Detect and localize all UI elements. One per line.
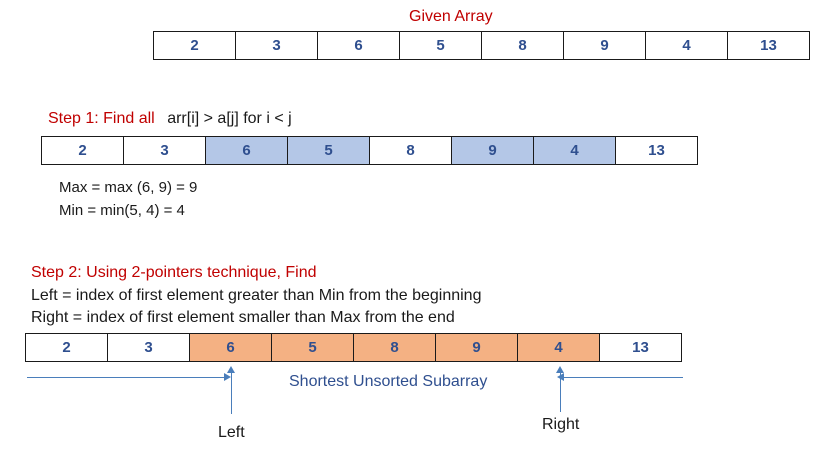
left-span-line	[27, 377, 225, 378]
right-pointer-arrowhead-icon	[556, 366, 564, 373]
step2-array-cell: 8	[354, 333, 436, 362]
right-definition: Right = index of first element smaller t…	[31, 309, 455, 326]
given-array-cell: 5	[400, 31, 482, 60]
given-array-cell: 3	[236, 31, 318, 60]
step1-array-cell: 4	[534, 136, 616, 165]
left-pointer-line	[231, 372, 232, 414]
step1-array-cell: 2	[42, 136, 124, 165]
left-pointer-label: Left	[218, 424, 245, 441]
right-span-line	[563, 377, 683, 378]
left-span-arrowhead-icon	[224, 373, 231, 381]
step2-array-cell: 5	[272, 333, 354, 362]
left-definition: Left = index of first element greater th…	[31, 287, 482, 304]
step2-array-cell: 6	[190, 333, 272, 362]
shortest-unsorted-subarray-label: Shortest Unsorted Subarray	[289, 373, 488, 390]
step2-label: Step 2: Using 2-pointers technique, Find	[31, 264, 317, 281]
step1-array-cell: 5	[288, 136, 370, 165]
given-array-title: Given Array	[409, 8, 493, 25]
step1-array-cell: 8	[370, 136, 452, 165]
left-pointer-arrowhead-icon	[227, 366, 235, 373]
step2-array-cell: 2	[26, 333, 108, 362]
step1-array-cell: 13	[616, 136, 698, 165]
given-array-cell: 6	[318, 31, 400, 60]
step1-array-cell: 3	[124, 136, 206, 165]
step1-label: Step 1: Find all	[48, 110, 155, 127]
min-line: Min = min(5, 4) = 4	[59, 202, 185, 219]
step1-array-cell: 9	[452, 136, 534, 165]
step1-heading: Step 1: Find all arr[i] > a[j] for i < j	[48, 110, 292, 128]
given-array-cell: 8	[482, 31, 564, 60]
right-pointer-label: Right	[542, 416, 580, 433]
max-line: Max = max (6, 9) = 9	[59, 179, 198, 196]
step2-array-cell: 13	[600, 333, 682, 362]
step1-condition: arr[i] > a[j] for i < j	[167, 110, 292, 127]
step2-array-cell: 3	[108, 333, 190, 362]
step1-array-cell: 6	[206, 136, 288, 165]
given-array-cell: 4	[646, 31, 728, 60]
step2-array-cell: 4	[518, 333, 600, 362]
given-array-cell: 9	[564, 31, 646, 60]
right-pointer-line	[560, 372, 561, 412]
step2-array-cell: 9	[436, 333, 518, 362]
given-array-cell: 13	[728, 31, 810, 60]
given-array-cell: 2	[154, 31, 236, 60]
